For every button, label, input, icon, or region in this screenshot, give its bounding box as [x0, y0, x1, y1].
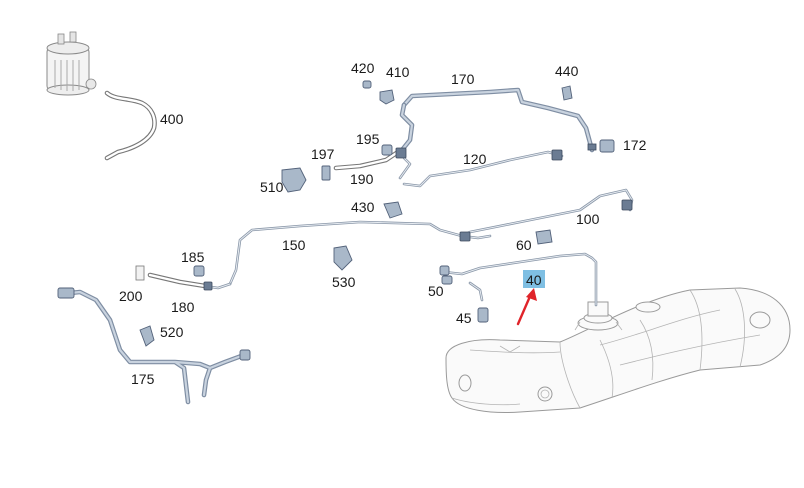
label-100[interactable]: 100	[576, 211, 600, 227]
label-172[interactable]: 172	[623, 137, 647, 153]
hose-190	[333, 149, 401, 171]
label-520[interactable]: 520	[160, 324, 184, 340]
pipe-100	[460, 188, 634, 238]
pointer-arrow	[516, 288, 537, 326]
pipe-150	[228, 220, 492, 286]
fuel-filter	[46, 31, 97, 96]
connector-175-right	[239, 349, 251, 361]
connector-180	[203, 281, 213, 291]
label-40[interactable]: 40	[526, 272, 542, 288]
connector-100-end	[621, 199, 633, 211]
clip-430	[383, 201, 403, 219]
clip-520	[139, 325, 155, 347]
clip-410	[379, 89, 395, 105]
label-200[interactable]: 200	[119, 288, 143, 304]
highlight-40	[523, 270, 545, 288]
clip-440	[561, 85, 573, 101]
label-170[interactable]: 170	[451, 71, 475, 87]
label-430[interactable]: 430	[351, 199, 375, 215]
connector-172	[587, 139, 615, 153]
fuel-tank	[445, 287, 791, 413]
label-45[interactable]: 45	[456, 310, 472, 326]
connector-185	[193, 265, 205, 277]
label-190[interactable]: 190	[350, 171, 374, 187]
label-440[interactable]: 440	[555, 63, 579, 79]
clip-510	[281, 167, 307, 193]
label-197[interactable]: 197	[311, 146, 335, 162]
label-175[interactable]: 175	[131, 371, 155, 387]
label-180[interactable]: 180	[171, 299, 195, 315]
part-labels: 400 420 410 170 440 195 172 197 120 510 …	[119, 60, 647, 387]
clip-530	[333, 245, 353, 271]
label-400[interactable]: 400	[160, 111, 184, 127]
connector-50	[439, 265, 453, 285]
connector-175-left	[57, 287, 75, 299]
pipe-175	[57, 289, 247, 405]
pipe-120	[398, 150, 564, 188]
clip-420	[362, 80, 372, 89]
connector-190-end	[395, 147, 407, 159]
connector-120-end	[551, 149, 563, 161]
clip-200	[135, 265, 145, 281]
connector-45	[477, 307, 489, 323]
label-195[interactable]: 195	[356, 131, 380, 147]
label-50[interactable]: 50	[428, 283, 444, 299]
clip-60	[535, 229, 553, 245]
label-420[interactable]: 420	[351, 60, 375, 76]
connector-150-end	[459, 231, 471, 242]
clip-195	[381, 144, 393, 156]
label-150[interactable]: 150	[282, 237, 306, 253]
label-185[interactable]: 185	[181, 249, 205, 265]
label-60[interactable]: 60	[516, 237, 532, 253]
label-510[interactable]: 510	[260, 179, 284, 195]
clip-197	[321, 165, 331, 181]
hose-180	[147, 272, 232, 290]
label-530[interactable]: 530	[332, 274, 356, 290]
pipe-170	[399, 87, 595, 153]
pipe-40	[442, 252, 598, 307]
label-410[interactable]: 410	[386, 64, 410, 80]
label-120[interactable]: 120	[463, 151, 487, 167]
